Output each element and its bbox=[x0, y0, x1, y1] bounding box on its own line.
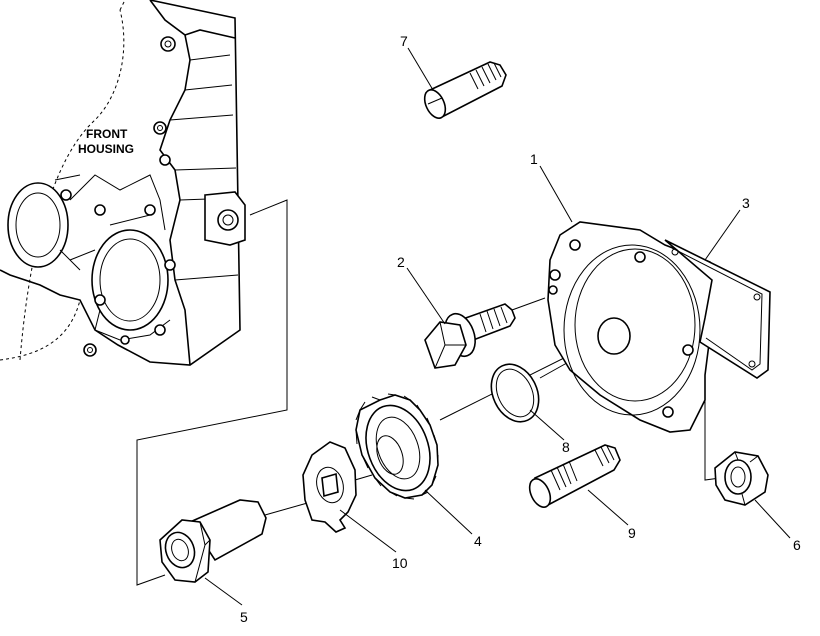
part-7-stud bbox=[423, 61, 507, 120]
callout-9: 9 bbox=[628, 525, 636, 541]
callout-3: 3 bbox=[742, 195, 750, 211]
part-5-sleeve-nut bbox=[159, 499, 267, 583]
callout-10: 10 bbox=[392, 555, 408, 571]
callout-7: 7 bbox=[400, 33, 408, 49]
callout-1: 1 bbox=[530, 151, 538, 167]
housing-label-line2: HOUSING bbox=[78, 142, 134, 156]
housing-label-line1: FRONT bbox=[86, 127, 128, 141]
front-housing: FRONT HOUSING bbox=[0, 0, 246, 366]
part-10-washer bbox=[302, 441, 357, 533]
callout-5: 5 bbox=[240, 609, 248, 625]
part-6-nut bbox=[714, 451, 769, 506]
part-1-cover bbox=[547, 221, 721, 433]
callout-2: 2 bbox=[397, 254, 405, 270]
part-4-gear bbox=[355, 393, 439, 500]
part-9-stud bbox=[528, 444, 621, 508]
callout-8: 8 bbox=[562, 439, 570, 455]
part-8-oring bbox=[490, 363, 540, 423]
leader-lines bbox=[204, 47, 791, 606]
callout-6: 6 bbox=[793, 537, 801, 553]
callouts: 7 1 3 2 8 9 4 10 5 6 bbox=[240, 33, 801, 625]
part-3-gasket bbox=[664, 239, 771, 379]
part-2-bolt bbox=[424, 303, 516, 369]
callout-4: 4 bbox=[474, 533, 482, 549]
